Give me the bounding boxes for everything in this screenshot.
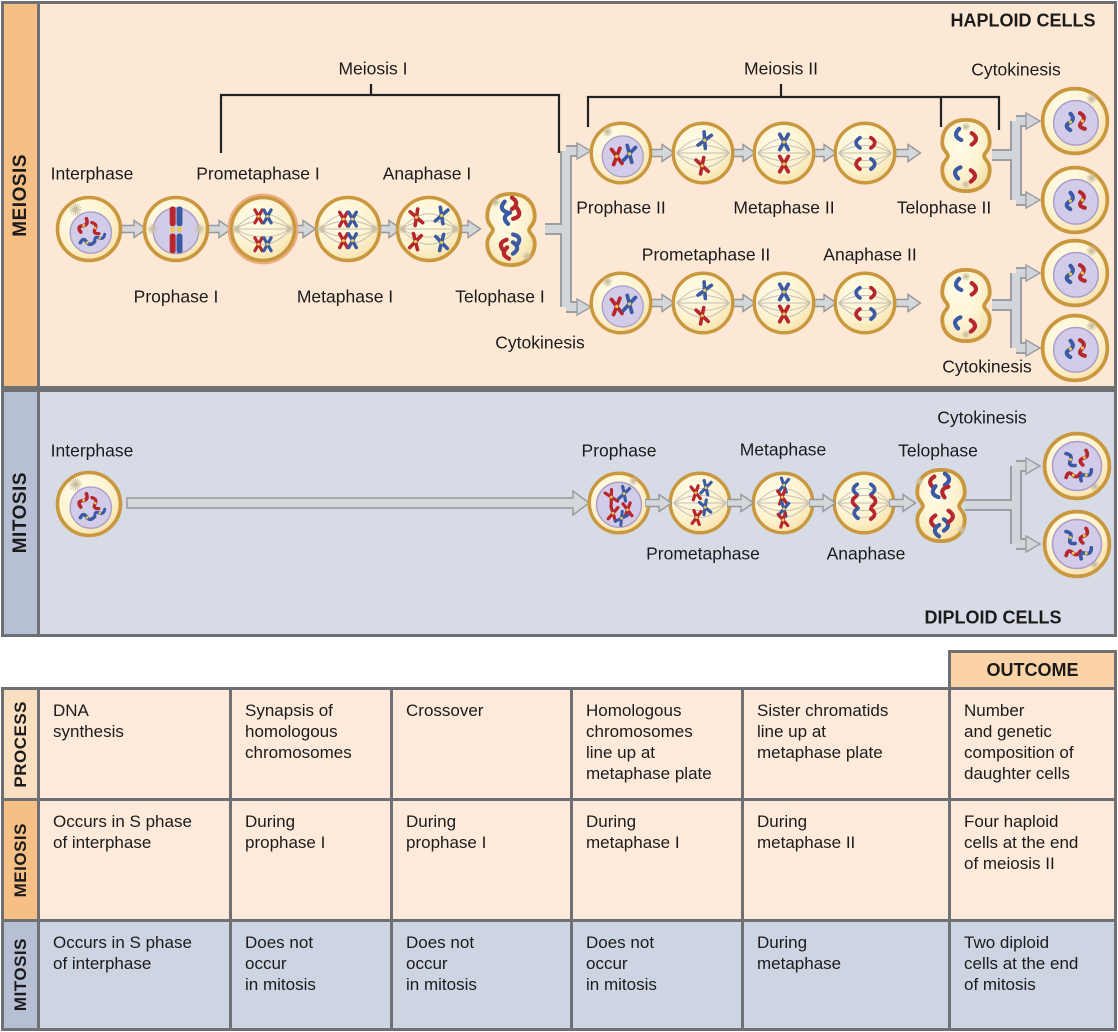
table-row-header-mitosis: MITOSIS (4, 922, 37, 1028)
table-row-header-process: PROCESS (4, 690, 37, 798)
metaphase-ii-label: Metaphase II (733, 197, 835, 218)
table-cell-meiosis-3: During metaphase I (573, 801, 741, 919)
table-cell-mitosis-0: Occurs in S phase of interphase (40, 922, 229, 1028)
table-cell-process-0: DNA synthesis (40, 690, 229, 798)
table-cell-meiosis-4: During metaphase II (744, 801, 948, 919)
diploid-cells-title: DIPLOID CELLS (924, 607, 1062, 628)
table-cell-process-1: Synapsis of homologous chromosomes (232, 690, 390, 798)
table-cell-mitosis-2: Does not occur in mitosis (393, 922, 570, 1028)
anaphase-ii-label: Anaphase II (823, 244, 917, 265)
table-cell-meiosis-outcome: Four haploid cells at the end of meiosis… (951, 801, 1114, 919)
mitosis-metaphase-label: Metaphase (739, 439, 827, 460)
table-cell-meiosis-2: During prophase I (393, 801, 570, 919)
table-cell-mitosis-4: During metaphase (744, 922, 948, 1028)
mitosis-sidebar: MITOSIS (4, 392, 40, 634)
table-cell-process-2: Crossover (393, 690, 570, 798)
process-row-label: PROCESS (10, 700, 30, 788)
telophase-ii-label: Telophase II (896, 197, 992, 218)
table-cell-mitosis-1: Does not occur in mitosis (232, 922, 390, 1028)
table-cell-meiosis-1: During prophase I (232, 801, 390, 919)
meiosis-i-label: Meiosis I (338, 58, 408, 79)
comparison-table: PROCESS DNA synthesis Synapsis of homolo… (1, 687, 1117, 1031)
mitosis-row-label: MITOSIS (10, 938, 30, 1012)
prophase-i-label: Prophase I (133, 286, 219, 307)
metaphase-i-label: Metaphase I (296, 286, 394, 307)
meiosis-row-label: MEIOSIS (10, 822, 30, 898)
mitosis-anaphase-label: Anaphase (826, 543, 906, 564)
table-cell-mitosis-outcome: Two diploid cells at the end of mitosis (951, 922, 1114, 1028)
meiosis-sidebar-label: MEIOSIS (9, 153, 31, 237)
prometaphase-i-label: Prometaphase I (196, 163, 320, 184)
table-row-header-meiosis: MEIOSIS (4, 801, 37, 919)
mitosis-telophase-label: Telophase (898, 440, 978, 461)
cytokinesis-mid-label: Cytokinesis (495, 332, 585, 353)
table-cell-mitosis-3: Does not occur in mitosis (573, 922, 741, 1028)
mitosis-prometaphase-label: Prometaphase (646, 543, 760, 564)
meiosis-interphase-label: Interphase (50, 163, 134, 184)
table-cell-process-4: Sister chromatids line up at metaphase p… (744, 690, 948, 798)
mitosis-interphase-label: Interphase (50, 440, 134, 461)
haploid-cells-title: HAPLOID CELLS (950, 10, 1096, 31)
prometaphase-ii-label: Prometaphase II (641, 244, 771, 265)
mitosis-prophase-label: Prophase (581, 440, 657, 461)
prophase-ii-label: Prophase II (576, 197, 666, 218)
meiosis-ii-label: Meiosis II (744, 58, 818, 79)
telophase-i-label: Telophase I (455, 286, 545, 307)
cytokinesis-bottom-label: Cytokinesis (942, 356, 1032, 377)
cytokinesis-top-label: Cytokinesis (971, 59, 1061, 80)
mitosis-sidebar-label: MITOSIS (9, 472, 31, 554)
table-cell-process-3: Homologous chromosomes line up at metaph… (573, 690, 741, 798)
table-cell-process-outcome: Number and genetic composition of daught… (951, 690, 1114, 798)
anaphase-i-label: Anaphase I (382, 163, 472, 184)
outcome-header-label: OUTCOME (986, 659, 1079, 680)
outcome-header: OUTCOME (948, 650, 1117, 690)
mitosis-cytokinesis-label: Cytokinesis (937, 407, 1027, 428)
table-cell-meiosis-0: Occurs in S phase of interphase (40, 801, 229, 919)
meiosis-sidebar: MEIOSIS (4, 4, 40, 386)
meiosis-band: MEIOSIS (1, 1, 1117, 389)
